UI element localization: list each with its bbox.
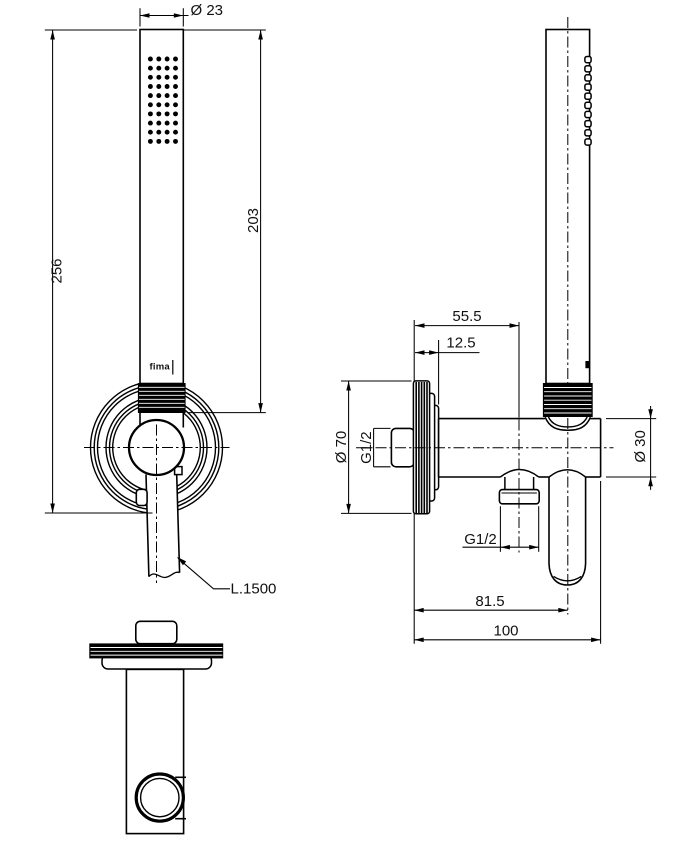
spray-nozzles-side	[584, 55, 592, 146]
dim-outlet-thread: G1/2	[464, 531, 497, 548]
front-view: fima Ø 23	[44, 2, 277, 598]
dim-outlet-offset: 55.5	[452, 308, 481, 325]
shower-hose	[135, 465, 183, 579]
dim-hose-outlet-offset: 81.5	[475, 593, 504, 610]
bottom-outlet-circle	[134, 772, 186, 823]
dim-flange-thickness: 12.5	[446, 335, 475, 352]
bottom-flange	[89, 643, 224, 670]
side-dimensions: 55.5 12.5 Ø 70 G1/2 Ø 30	[333, 308, 657, 643]
dim-head-length: 203	[245, 208, 262, 233]
handle-body	[139, 28, 185, 385]
front-dimensions: Ø 23 256 203 L.1500	[44, 2, 277, 598]
brand-mark-side	[585, 361, 590, 369]
handle-knurled-band-side	[542, 383, 593, 417]
hose-nipple	[173, 465, 183, 476]
bottom-view	[89, 620, 224, 835]
bottom-inlet-connector	[135, 620, 178, 645]
side-view: 55.5 12.5 Ø 70 G1/2 Ø 30	[333, 17, 657, 644]
hose-break-line	[148, 571, 180, 579]
spray-face-dots	[147, 56, 178, 144]
bracket-clip	[135, 488, 148, 507]
brand-label: fima	[150, 362, 171, 373]
dim-overall-height: 256	[49, 258, 66, 283]
dim-wall-thread: G1/2	[358, 431, 375, 464]
side-centerlines	[356, 17, 614, 615]
dim-hose-length: L.1500	[231, 581, 277, 598]
dim-flange-diameter: Ø 70	[333, 431, 350, 464]
handle-knurled-band	[137, 383, 186, 413]
front-centerlines	[84, 424, 230, 583]
dim-body-diameter: Ø 30	[632, 430, 649, 463]
dim-overall-depth: 100	[493, 622, 518, 639]
hand-shower-front: fima	[137, 28, 186, 413]
dim-head-diameter: Ø 23	[191, 2, 224, 19]
